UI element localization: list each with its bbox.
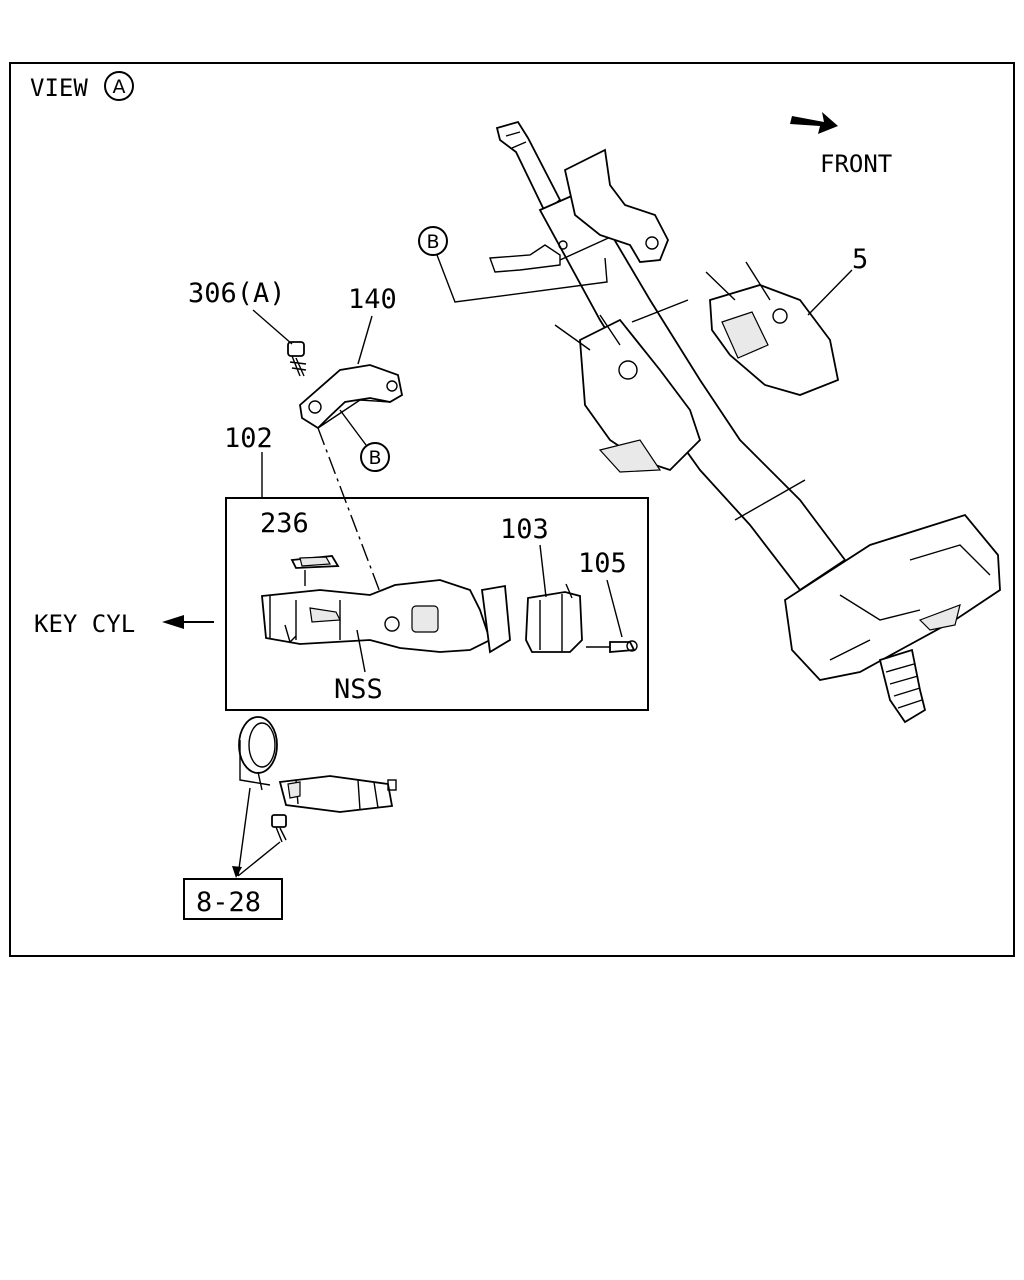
- view-title: VIEW A: [30, 71, 134, 102]
- callout-nss: NSS: [334, 674, 383, 705]
- key-cylinder-housing: [261, 579, 511, 654]
- reference-8-28-box: [183, 878, 283, 920]
- b-marker-label-2: B: [368, 447, 381, 469]
- part-103: [525, 583, 583, 653]
- callout-140: 140: [348, 284, 397, 315]
- callout-236: 236: [260, 508, 309, 539]
- immobilizer-antenna-assembly: [238, 716, 397, 813]
- key-cyl-arrow-icon: [162, 615, 214, 629]
- callout-8-28: 8-28: [196, 887, 261, 918]
- front-label: FRONT: [820, 150, 892, 178]
- assembly-102-box: [225, 497, 649, 711]
- callout-5: 5: [852, 244, 868, 275]
- b-marker-label-1: B: [426, 231, 439, 253]
- view-label: VIEW: [30, 74, 88, 102]
- callout-105: 105: [578, 548, 627, 579]
- bracket-140: [299, 364, 404, 430]
- view-marker: A: [113, 76, 126, 98]
- callout-103: 103: [500, 514, 549, 545]
- b-marker-column: B: [418, 226, 608, 303]
- screw-8-28: [271, 814, 287, 843]
- callout-306a: 306(A): [188, 278, 286, 309]
- callout-102: 102: [224, 423, 273, 454]
- front-direction-indicator: FRONT: [790, 112, 892, 178]
- steering-column: [489, 120, 1001, 724]
- key-cyl-label: KEY CYL: [34, 610, 135, 638]
- b-marker-bracket: B: [339, 409, 390, 472]
- front-arrow-icon: [790, 112, 838, 134]
- diagram-frame: [9, 62, 1015, 957]
- part-105: [586, 640, 638, 653]
- screw-306a: [287, 341, 307, 377]
- part-236: [290, 555, 340, 586]
